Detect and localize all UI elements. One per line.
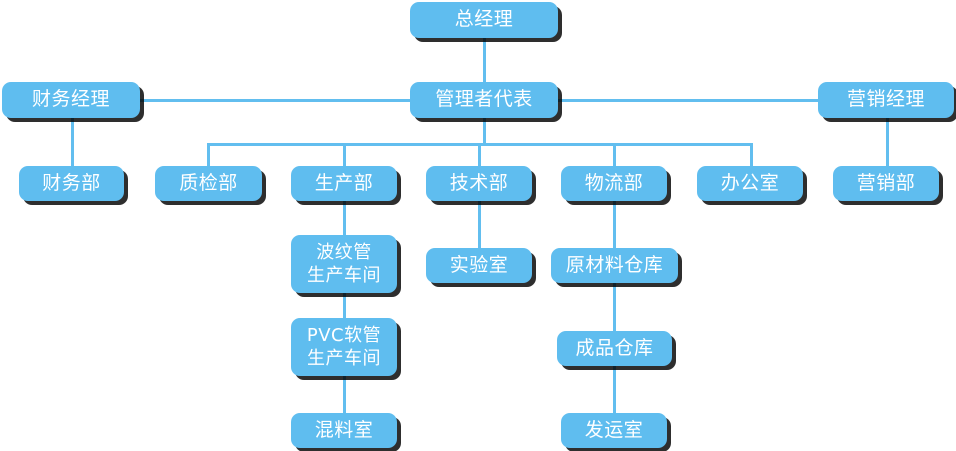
connector-logistics-drop bbox=[613, 143, 616, 166]
node-laboratory[interactable]: 实验室 bbox=[426, 248, 532, 283]
connector-corr-to-pvc bbox=[343, 293, 346, 318]
connector-mgmt-rep-down bbox=[483, 118, 486, 145]
connector-quality-drop bbox=[207, 143, 210, 166]
node-marketing-dept[interactable]: 营销部 bbox=[833, 166, 939, 201]
node-corrugated-workshop[interactable]: 波纹管 生产车间 bbox=[291, 235, 397, 293]
connector-raw-to-finished bbox=[613, 283, 616, 331]
node-finance-manager[interactable]: 财务经理 bbox=[2, 82, 140, 118]
node-pvc-hose-workshop[interactable]: PVC软管 生产车间 bbox=[291, 318, 397, 376]
connector-tech-to-lab bbox=[478, 201, 481, 248]
connector-logi-to-raw bbox=[613, 201, 616, 248]
connector-finished-to-shipping bbox=[613, 366, 616, 413]
node-shipping-room[interactable]: 发运室 bbox=[561, 413, 667, 448]
connector-pvc-to-mixing bbox=[343, 376, 346, 413]
connector-technology-drop bbox=[478, 143, 481, 166]
connector-production-drop bbox=[343, 143, 346, 166]
node-logistics-dept[interactable]: 物流部 bbox=[561, 166, 667, 201]
connector-gm-down-to-bus bbox=[483, 38, 486, 99]
connector-office-drop bbox=[750, 143, 753, 166]
connector-finance-mgr-down bbox=[71, 118, 74, 166]
node-raw-material-warehouse[interactable]: 原材料仓库 bbox=[551, 248, 678, 283]
node-management-rep[interactable]: 管理者代表 bbox=[410, 82, 558, 118]
node-finished-goods-warehouse[interactable]: 成品仓库 bbox=[557, 331, 672, 366]
node-quality-dept[interactable]: 质检部 bbox=[155, 166, 262, 201]
connector-marketing-mgr-down bbox=[886, 118, 889, 166]
node-technology-dept[interactable]: 技术部 bbox=[426, 166, 532, 201]
node-mixing-room[interactable]: 混料室 bbox=[291, 413, 397, 448]
node-office[interactable]: 办公室 bbox=[697, 166, 803, 201]
node-production-dept[interactable]: 生产部 bbox=[291, 166, 397, 201]
node-marketing-manager[interactable]: 营销经理 bbox=[818, 82, 954, 118]
node-general-manager[interactable]: 总经理 bbox=[410, 2, 558, 38]
connector-production-to-corr bbox=[343, 201, 346, 235]
node-finance-dept[interactable]: 财务部 bbox=[19, 166, 124, 201]
